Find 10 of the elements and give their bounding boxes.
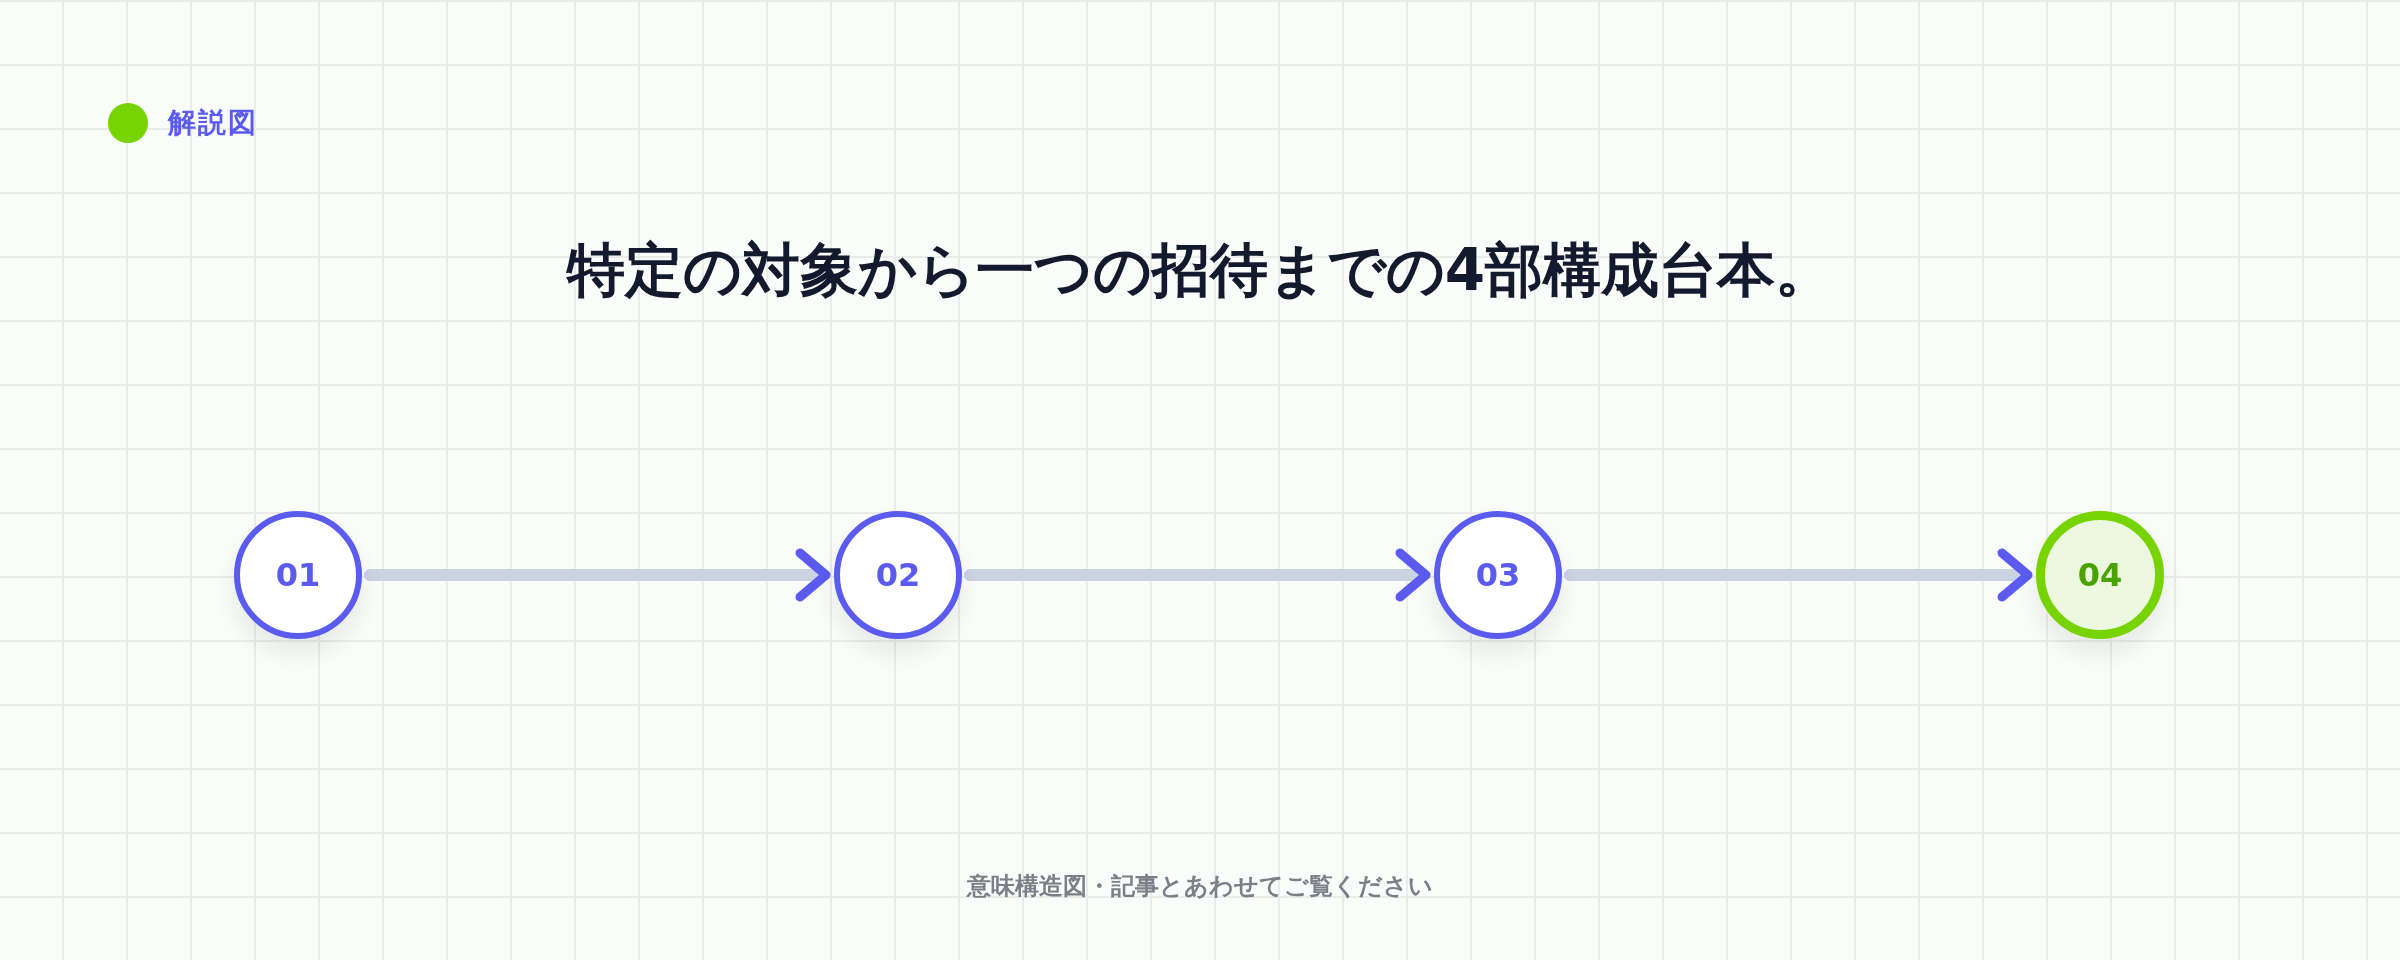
arrow [1564, 548, 2033, 602]
step-circle: 04 [2036, 511, 2164, 639]
title: 特定の対象から一つの招待までの4部構成台本。 [565, 235, 1835, 306]
heading-label: 解説図 [168, 105, 258, 141]
step-circle: 03 [1434, 511, 1562, 639]
step-circle: 01 [234, 511, 362, 639]
arrow [964, 548, 1431, 602]
step-circle: 02 [834, 511, 962, 639]
footer-note: 意味構造図・記事とあわせてご覧ください [965, 871, 1434, 902]
arrow [364, 548, 831, 602]
